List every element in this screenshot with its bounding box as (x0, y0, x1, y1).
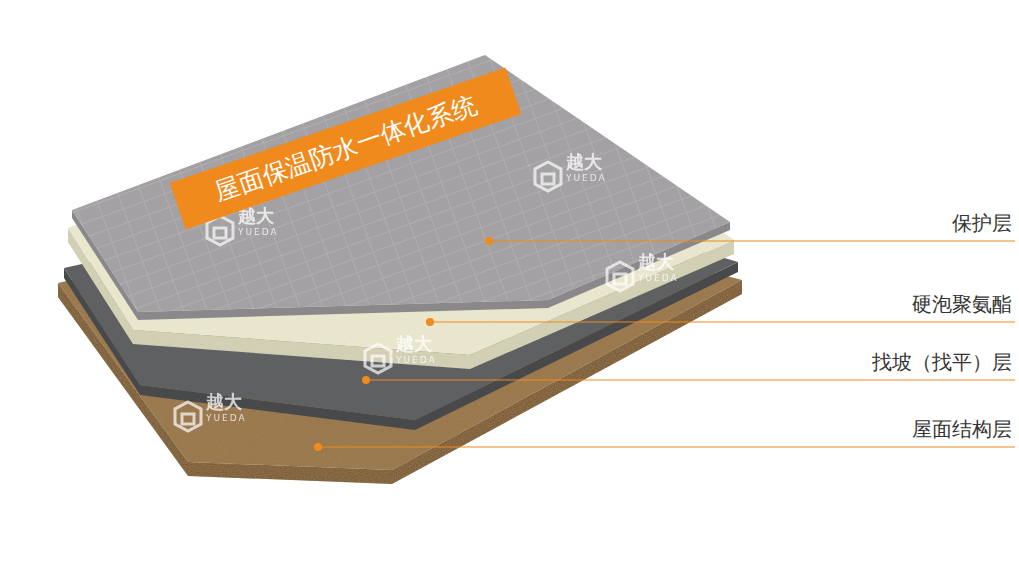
watermark-logo (607, 262, 633, 291)
watermark-logo (175, 402, 201, 431)
leader-line (318, 446, 1015, 447)
leader-line (366, 379, 1015, 380)
leader-dot (314, 443, 322, 451)
watermark-text: YUEDA (238, 228, 279, 237)
watermark-logo (365, 344, 391, 373)
leader-line (430, 321, 1015, 322)
watermark-text: YUEDA (638, 274, 679, 283)
layer-label: 硬泡聚氨酯 (912, 291, 1012, 318)
layer-label: 屋面结构层 (912, 416, 1012, 443)
watermark-text: YUEDA (396, 356, 437, 365)
leader-dot (485, 237, 493, 245)
layer-label: 找坡（找平）层 (872, 349, 1012, 376)
watermark-text: 越大 (566, 153, 602, 172)
watermark-text: YUEDA (566, 174, 607, 183)
watermark-text: 越大 (396, 335, 432, 354)
watermark-text: 越大 (206, 393, 242, 412)
watermark-text: 越大 (238, 207, 274, 226)
leader-line (489, 240, 1015, 241)
watermark-logo (535, 162, 561, 191)
protective-layer-top (72, 55, 730, 312)
leader-dot (426, 318, 434, 326)
layer-label: 保护层 (952, 210, 1012, 237)
leader-dot (362, 376, 370, 384)
watermark-text: 越大 (638, 253, 674, 272)
watermark-text: YUEDA (206, 414, 247, 423)
